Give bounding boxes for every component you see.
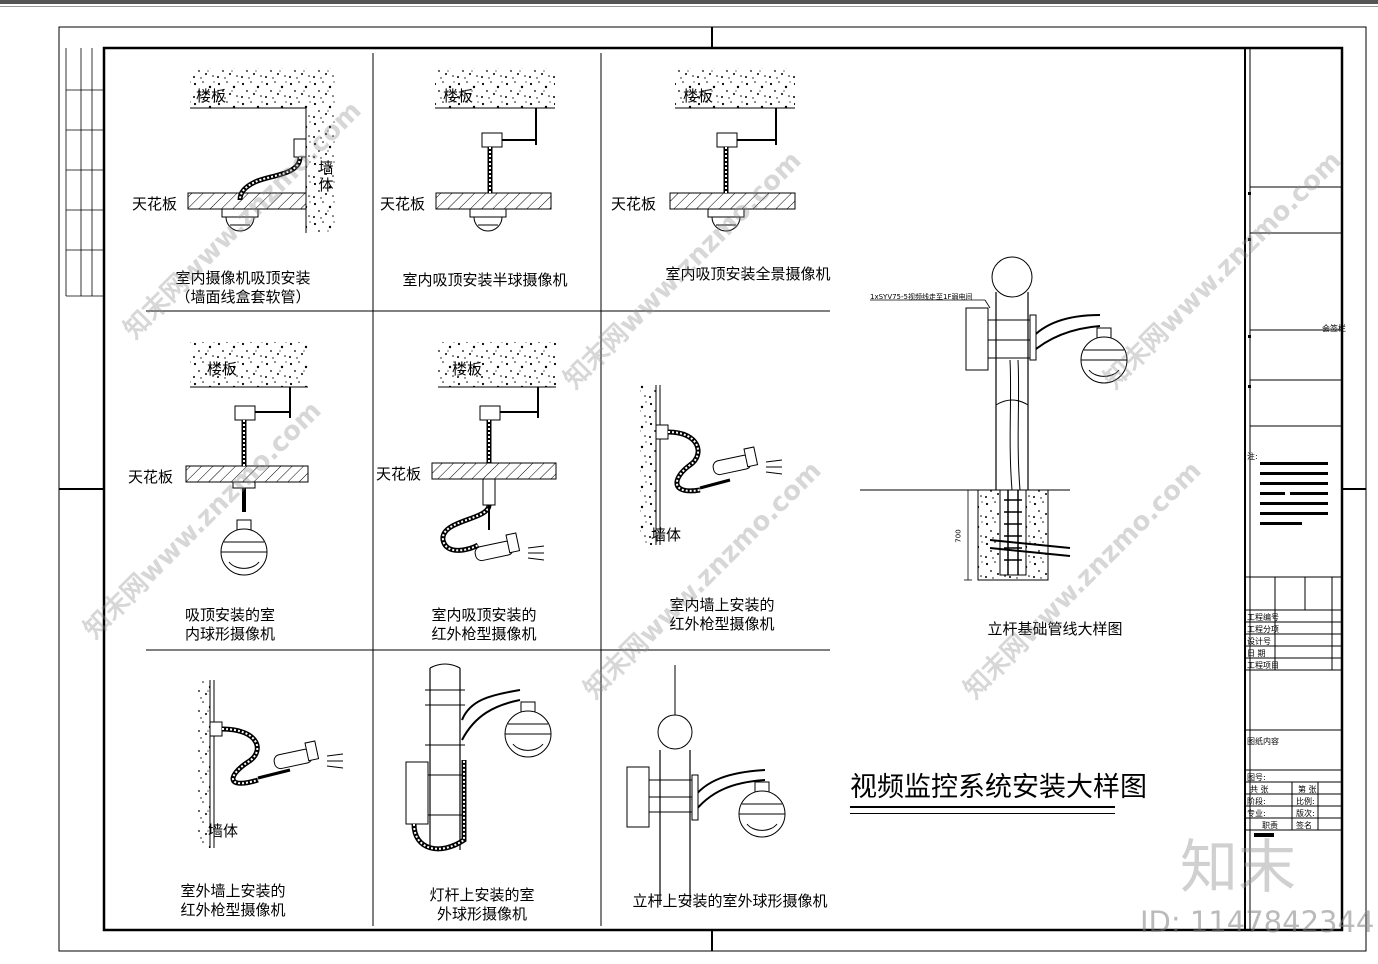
slab-label-4: 楼板	[207, 360, 238, 378]
tb-stage: 阶段:	[1247, 797, 1266, 806]
tb-version: 版次:	[1296, 809, 1315, 818]
ceiling-label-1: 天花板	[132, 195, 178, 213]
wall-label-6: 墙体	[651, 526, 682, 544]
tb-sheet-no: 第 张	[1298, 785, 1317, 794]
window-top-bar	[0, 0, 1378, 4]
title-underline-thin	[850, 813, 1115, 814]
watermark-brand: 知末	[1180, 833, 1297, 901]
caption-ceiling-ir-gun: 室内吸顶安装的 红外枪型摄像机	[431, 606, 537, 643]
caption-pole-ball: 立杆上安装的室外球形摄像机	[632, 892, 828, 910]
tb-drawing-no: 图号:	[1247, 773, 1266, 782]
ceiling-label-3: 天花板	[611, 195, 657, 213]
notes-label: 注:	[1247, 452, 1258, 461]
caption-pole-foundation: 立杆基础管线大样图	[987, 620, 1123, 638]
tb-project-no: 工程编号	[1247, 613, 1279, 622]
drawing-title: 视频监控系统安装大样图	[850, 772, 1147, 803]
stamp-label: 会签栏	[1322, 324, 1346, 333]
slab-label-5: 楼板	[452, 360, 483, 378]
wall-label-1: 墙 体	[318, 159, 334, 194]
tb-discipline: 专业:	[1247, 809, 1266, 818]
tb-subproject: 工程分项	[1247, 625, 1279, 634]
ceiling-label-4: 天花板	[128, 468, 174, 486]
window-top-line	[0, 6, 1378, 7]
pole-cable-note: 1xSYV75-5视频线走至1F弱电间	[870, 293, 973, 301]
watermark-id: ID: 1147842344	[1140, 905, 1375, 939]
slab-label-2: 楼板	[443, 87, 474, 105]
caption-panorama: 室内吸顶安装全景摄像机	[665, 265, 831, 283]
tb-scale: 比例:	[1296, 797, 1315, 806]
tb-role: 职责	[1262, 821, 1278, 830]
slab-label-1: 楼板	[196, 87, 227, 105]
tb-total-sheets: 共 张	[1250, 785, 1269, 794]
caption-wall-ir-gun-indoor: 室内墙上安装的 红外枪型摄像机	[669, 596, 775, 633]
tb-signature: 签名	[1296, 821, 1312, 830]
tb-drawing-content: 图纸内容	[1247, 737, 1279, 746]
ceiling-label-2: 天花板	[380, 195, 426, 213]
tb-date: 日 期	[1247, 649, 1266, 658]
wall-label-7: 墙体	[208, 822, 239, 840]
caption-wall-ir-gun-outdoor: 室外墙上安装的 红外枪型摄像机	[180, 882, 286, 919]
caption-lamp-pole-ball: 灯杆上安装的室 外球形摄像机	[429, 886, 535, 923]
caption-ceiling-wallbox: 室内摄像机吸顶安装 （墙面线盒套软管）	[175, 269, 311, 306]
title-underline-thick	[850, 806, 1115, 808]
caption-half-dome: 室内吸顶安装半球摄像机	[402, 271, 568, 289]
caption-ceiling-ball: 吸顶安装的室 内球形摄像机	[184, 606, 275, 643]
ceiling-label-5: 天花板	[376, 465, 422, 483]
tb-design-no: 设计号	[1247, 637, 1271, 646]
foundation-dimension: 700	[954, 529, 963, 543]
slab-label-3: 楼板	[683, 87, 714, 105]
tb-project-name: 工程项目	[1247, 661, 1279, 670]
